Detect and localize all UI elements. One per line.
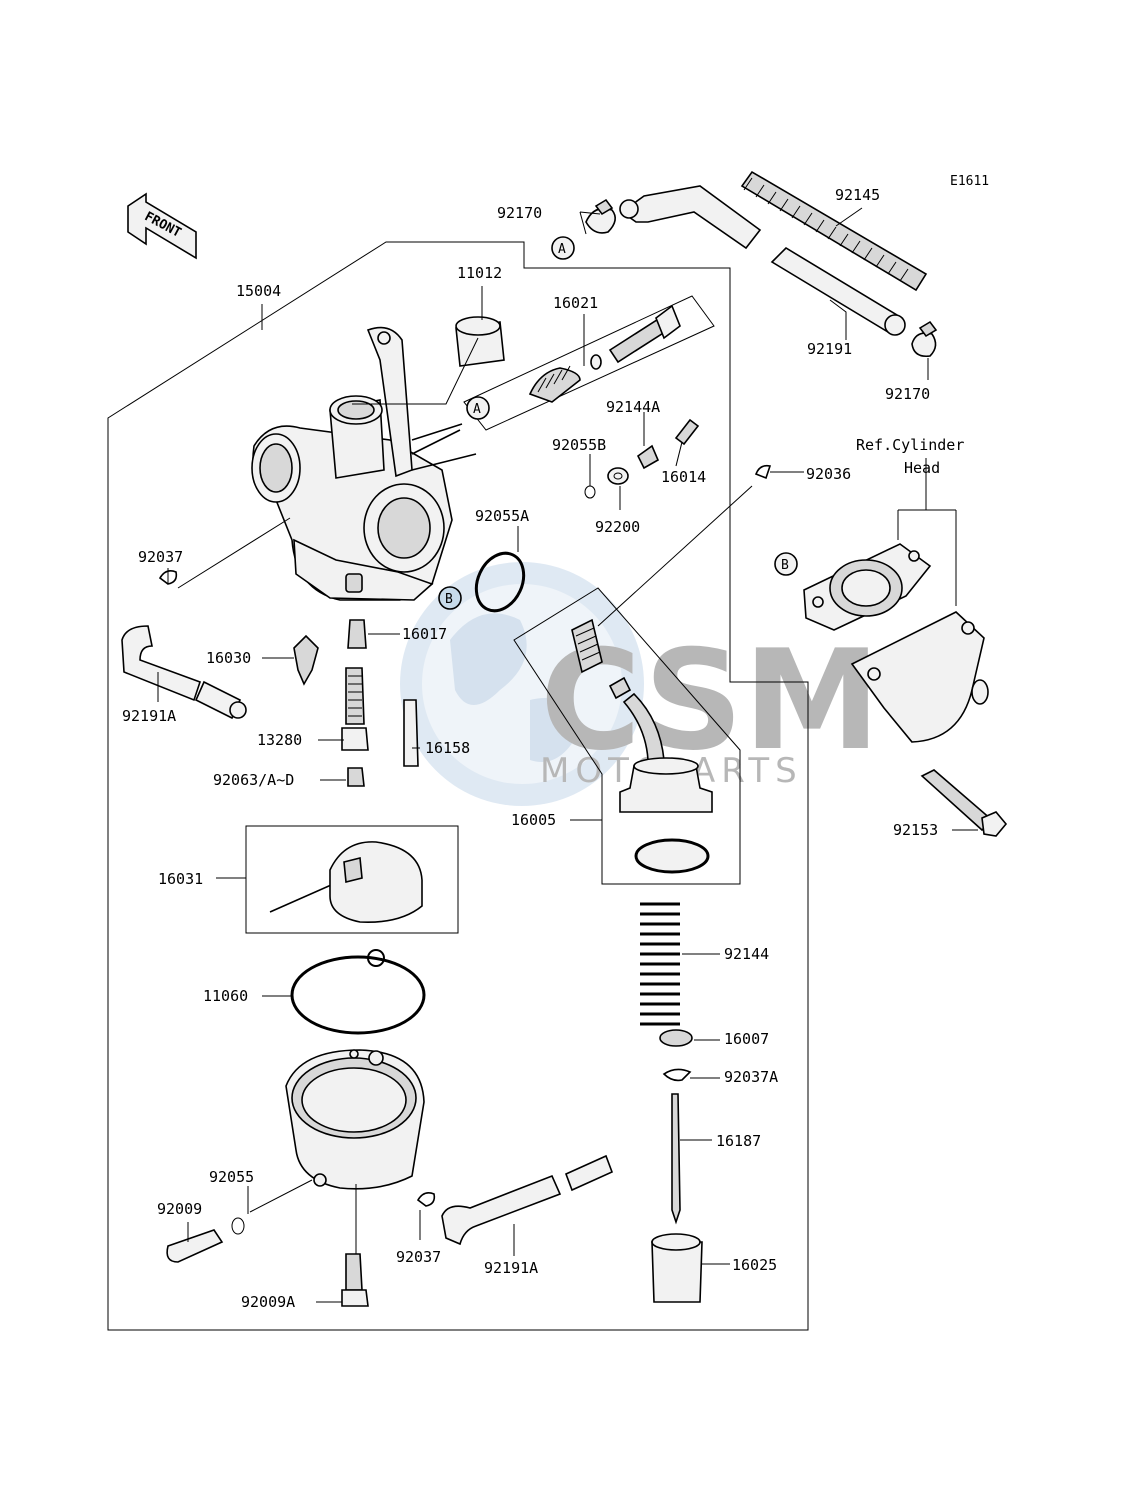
label-92153: 92153 (893, 821, 938, 839)
washer-92200 (607, 467, 629, 485)
pilot-jet-16017 (347, 619, 367, 649)
needle-jet-kit (528, 304, 681, 403)
reference-label-line2: Head (904, 459, 940, 477)
spring-seat-16007 (659, 1029, 693, 1047)
label-92145: 92145 (835, 186, 880, 204)
fuel-hose-elbow (620, 185, 762, 250)
jet-needle-16187 (671, 1093, 681, 1225)
starter-plunger-kit (571, 618, 713, 874)
needle-jet-16158 (403, 699, 419, 767)
o-ring-92055a (474, 551, 526, 613)
clip-92037-left (158, 570, 178, 585)
o-ring-92055 (231, 1217, 245, 1235)
leader-lines (157, 207, 978, 1303)
throttle-cable-sleeve (455, 316, 505, 367)
carburetor-assembly-frame (107, 241, 809, 1331)
spring-hose-92145 (740, 170, 928, 292)
label-92037a: 92037A (724, 1068, 778, 1086)
label-16030: 16030 (206, 649, 251, 667)
drain-screw-92009 (166, 1229, 224, 1263)
label-92170-right: 92170 (885, 385, 930, 403)
clip-92037-bottom (416, 1192, 436, 1207)
label-16014: 16014 (661, 468, 706, 486)
bolt-92153 (920, 769, 1008, 837)
pilot-screw-16014 (674, 418, 700, 446)
label-92144: 92144 (724, 945, 769, 963)
main-jet-92063 (347, 767, 365, 787)
label-92055a: 92055A (475, 507, 529, 525)
label-11012: 11012 (457, 264, 502, 282)
connector-a-middle: A (466, 396, 490, 420)
main-jet-holder-13280 (341, 667, 369, 751)
label-92055: 92055 (209, 1168, 254, 1186)
label-92036: 92036 (806, 465, 851, 483)
float-valve-16030 (293, 634, 319, 686)
float-bowl-gasket (290, 949, 426, 1035)
reference-label-line1: Ref.Cylinder (856, 436, 964, 454)
svg-text:B: B (781, 558, 789, 573)
svg-text:A: A (473, 402, 481, 417)
clip-92037a (662, 1068, 692, 1082)
connector-a-top: A (551, 236, 575, 260)
hose-clamp-right-icon (911, 320, 938, 358)
svg-text:B: B (445, 592, 453, 607)
label-16021: 16021 (553, 294, 598, 312)
label-92191: 92191 (807, 340, 852, 358)
label-92037-bottom: 92037 (396, 1248, 441, 1266)
label-16007: 16007 (724, 1030, 769, 1048)
label-92170-top: 92170 (497, 204, 542, 222)
label-92191a-bottom: 92191A (484, 1259, 538, 1277)
float-bowl (285, 1049, 425, 1190)
connector-b-carburetor: B (438, 586, 462, 610)
clip-92036 (754, 464, 772, 480)
hose-92191a-left (121, 625, 247, 720)
label-92144a: 92144A (606, 398, 660, 416)
label-15004: 15004 (236, 282, 281, 300)
hose-clamp-top-icon (585, 198, 616, 234)
svg-text:A: A (558, 242, 566, 257)
label-16017: 16017 (402, 625, 447, 643)
float-kit-frame (245, 825, 459, 934)
cylinder-head-adapter (803, 543, 989, 743)
label-11060: 11060 (203, 987, 248, 1005)
label-16005: 16005 (511, 811, 556, 829)
spring-92144a (636, 444, 660, 470)
throttle-spring-92144 (640, 902, 680, 1026)
label-92191a-left: 92191A (122, 707, 176, 725)
float-16031 (269, 841, 423, 923)
label-92009a: 92009A (241, 1293, 295, 1311)
label-92200: 92200 (595, 518, 640, 536)
label-92037-left: 92037 (138, 548, 183, 566)
label-92063: 92063/A~D (213, 771, 294, 789)
label-92055b: 92055B (552, 436, 606, 454)
needle-jet-kit-frame (463, 295, 715, 431)
diagram-code: E1611 (950, 174, 989, 189)
connector-b-head: B (774, 552, 798, 576)
carburetor-body (251, 326, 477, 601)
throttle-valve-16025 (651, 1233, 703, 1303)
label-16187: 16187 (716, 1132, 761, 1150)
label-16031: 16031 (158, 870, 203, 888)
o-ring-92055b (584, 485, 596, 499)
starter-plunger-frame (513, 587, 741, 885)
screw-92009a (341, 1253, 369, 1307)
label-92009: 92009 (157, 1200, 202, 1218)
hose-92191a-bottom (441, 1154, 614, 1246)
label-16158: 16158 (425, 739, 470, 757)
front-arrow-icon: FRONT (127, 192, 197, 260)
label-16025: 16025 (732, 1256, 777, 1274)
label-13280: 13280 (257, 731, 302, 749)
